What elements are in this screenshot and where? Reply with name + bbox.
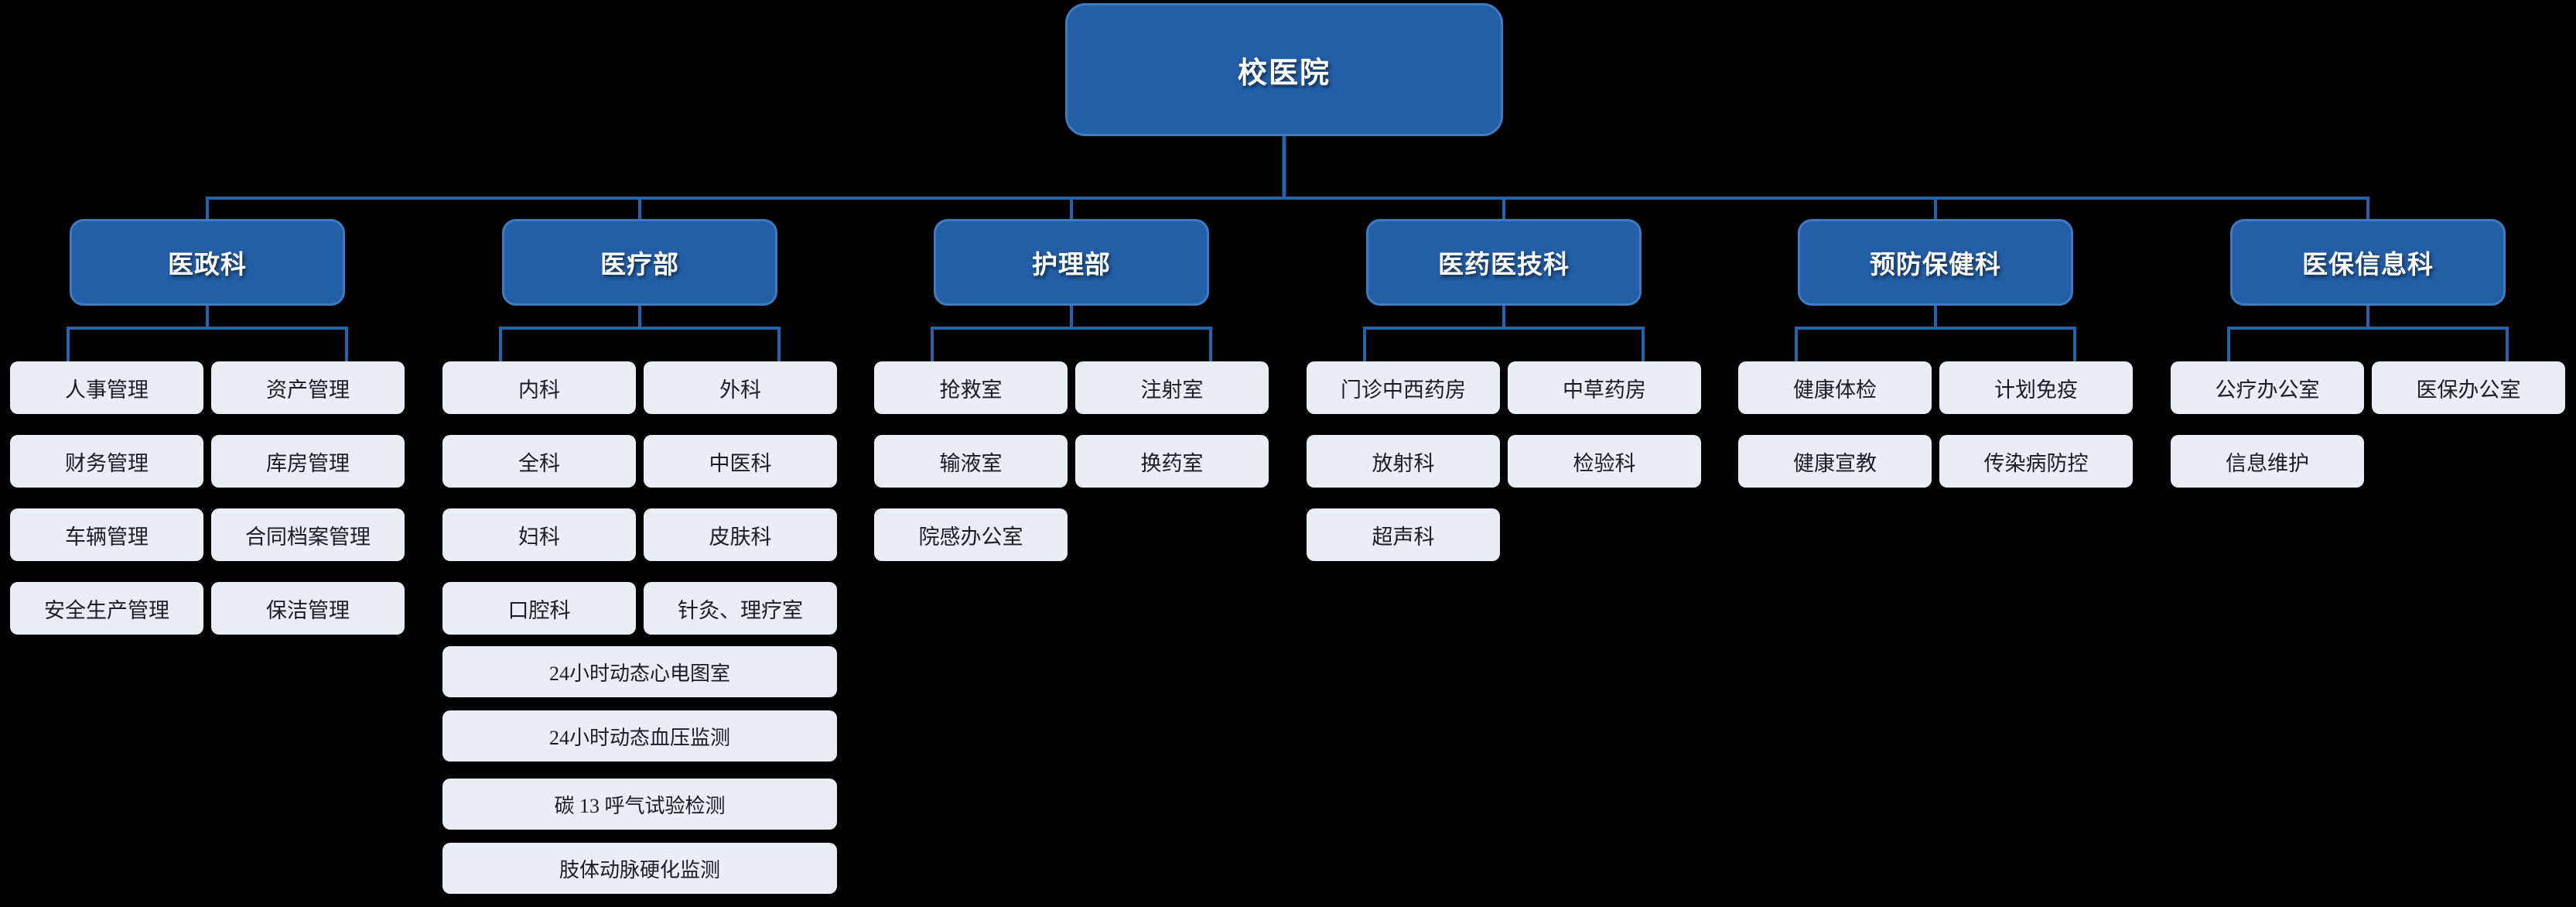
- unit-node: 库房管理: [211, 435, 405, 488]
- dept-node-yibao: 医保信息科: [2230, 219, 2506, 306]
- unit-node: 全科: [442, 435, 636, 488]
- unit-node: 输液室: [874, 435, 1068, 488]
- unit-node: 超声科: [1307, 508, 1500, 561]
- unit-node: 门诊中西药房: [1307, 361, 1500, 414]
- unit-node: 健康宣教: [1738, 435, 1932, 488]
- unit-node-wide: 肢体动脉硬化监测: [442, 843, 837, 894]
- unit-node-wide: 24小时动态心电图室: [442, 646, 837, 697]
- unit-node: 注射室: [1075, 361, 1269, 414]
- unit-node-wide: 24小时动态血压监测: [442, 710, 837, 762]
- unit-node: 针灸、理疗室: [644, 582, 837, 635]
- root-label: 校医院: [1237, 56, 1331, 90]
- dept-label: 医药医技科: [1438, 250, 1570, 279]
- unit-node: 医保办公室: [2372, 361, 2565, 414]
- dept-label: 医政科: [168, 250, 247, 279]
- dept-node-yufang: 预防保健科: [1798, 219, 2073, 306]
- unit-node: 外科: [644, 361, 837, 414]
- dept-node-huli: 护理部: [934, 219, 1209, 306]
- unit-node: 中草药房: [1508, 361, 1701, 414]
- unit-node: 资产管理: [211, 361, 405, 414]
- unit-node: 内科: [442, 361, 636, 414]
- unit-node: 公疗办公室: [2171, 361, 2364, 414]
- dept-label: 预防保健科: [1870, 250, 2001, 279]
- unit-node: 妇科: [442, 508, 636, 561]
- unit-node-wide: 碳 13 呼气试验检测: [442, 779, 837, 830]
- unit-node: 财务管理: [10, 435, 203, 488]
- root-node: 校医院: [1065, 3, 1503, 136]
- unit-node: 抢救室: [874, 361, 1068, 414]
- dept-node-yiliao: 医疗部: [502, 219, 777, 306]
- unit-node: 中医科: [644, 435, 837, 488]
- unit-node: 车辆管理: [10, 508, 203, 561]
- unit-node: 计划免疫: [1939, 361, 2133, 414]
- dept-label: 护理部: [1032, 250, 1111, 279]
- unit-node: 安全生产管理: [10, 582, 203, 635]
- unit-node: 保洁管理: [211, 582, 405, 635]
- unit-node: 信息维护: [2171, 435, 2364, 488]
- dept-node-yiyaoyiji: 医药医技科: [1366, 219, 1642, 306]
- unit-node: 换药室: [1075, 435, 1269, 488]
- unit-node: 健康体检: [1738, 361, 1932, 414]
- dept-node-yizheng: 医政科: [70, 219, 345, 306]
- unit-node: 人事管理: [10, 361, 203, 414]
- unit-node: 合同档案管理: [211, 508, 405, 561]
- unit-node: 院感办公室: [874, 508, 1068, 561]
- dept-label: 医疗部: [600, 250, 679, 279]
- unit-node: 皮肤科: [644, 508, 837, 561]
- unit-node: 口腔科: [442, 582, 636, 635]
- unit-node: 放射科: [1307, 435, 1500, 488]
- unit-node: 检验科: [1508, 435, 1701, 488]
- dept-label: 医保信息科: [2302, 250, 2434, 279]
- unit-node: 传染病防控: [1939, 435, 2133, 488]
